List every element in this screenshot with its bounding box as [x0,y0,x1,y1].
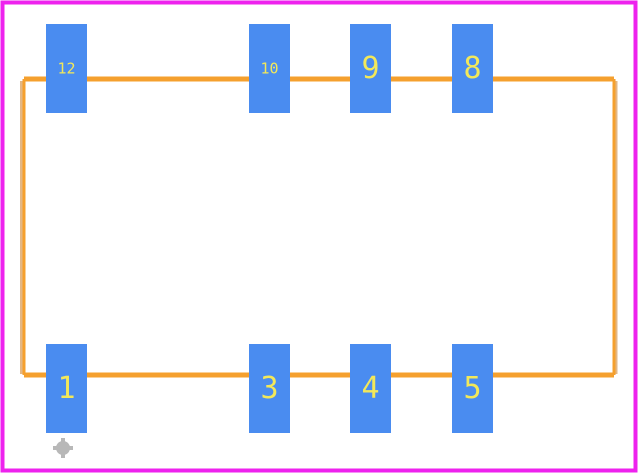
pad-5-body [452,344,493,433]
pad-3-label: 3 [260,371,278,406]
pad-5-label: 5 [463,371,481,406]
pad-1-body [46,344,87,433]
pad-8-label: 8 [463,51,481,86]
pad-3-body [249,344,290,433]
pad-12-label: 12 [57,60,75,78]
pad-4-body [350,344,391,433]
pad-9-body [350,24,391,113]
pad-12-body [46,24,87,113]
pad-1-label: 1 [57,371,75,406]
pad-5: 5 [452,344,493,433]
pad-10-body [249,24,290,113]
pad-1: 1 [46,344,87,433]
pad-4-label: 4 [361,371,379,406]
pad-10: 10 [249,24,290,113]
pad-9-label: 9 [361,51,379,86]
pad-12: 12 [46,24,87,113]
pad-4: 4 [350,344,391,433]
pad-3: 3 [249,344,290,433]
pad-9: 9 [350,24,391,113]
pin1-dot-icon [53,438,73,458]
pad-10-label: 10 [260,60,278,78]
pad-8: 8 [452,24,493,113]
pad-8-body [452,24,493,113]
